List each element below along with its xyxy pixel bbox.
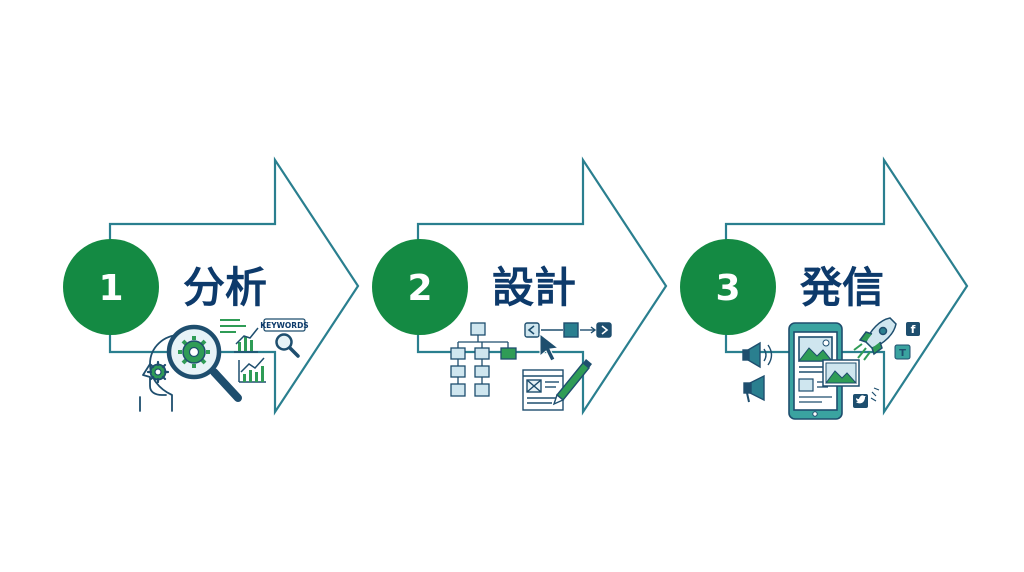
cursor-icon xyxy=(539,332,560,362)
sitemap-icon xyxy=(450,322,517,397)
step-1-number: 1 xyxy=(98,268,123,309)
keywords-search-icon: KEYWORDS xyxy=(260,318,309,358)
step-2-title: 設計 xyxy=(492,263,576,312)
facebook-letter: f xyxy=(911,323,916,336)
t-badge-icon: T xyxy=(894,344,911,360)
step-3: 3 発信 xyxy=(680,156,969,420)
twitter-icon xyxy=(853,387,880,408)
wireframe-icon xyxy=(522,369,564,411)
t-badge-letter: T xyxy=(899,348,906,359)
step-3-number-circle xyxy=(680,239,776,335)
line-chart-icon xyxy=(238,357,266,383)
bar-chart-icon xyxy=(220,319,259,353)
step-3-title: 発信 xyxy=(800,263,884,312)
step-1: 1 分析 xyxy=(63,156,360,416)
step-2-number: 2 xyxy=(407,268,432,309)
pencil-icon xyxy=(552,359,592,406)
head-gear-icon xyxy=(139,334,209,412)
facebook-icon: f xyxy=(906,322,920,336)
keywords-label: KEYWORDS xyxy=(260,321,308,330)
step-2-number-circle xyxy=(372,239,468,335)
megaphone-icon xyxy=(742,341,773,403)
step-1-number-circle xyxy=(63,239,159,335)
image-card-icon xyxy=(822,359,860,387)
step-3-number: 3 xyxy=(715,268,740,309)
step-2: 2 設計 xyxy=(372,156,668,416)
magnifier-gear-icon xyxy=(166,324,242,402)
navigation-arrows-icon xyxy=(524,322,612,338)
step-1-title: 分析 xyxy=(183,263,267,312)
rocket-icon xyxy=(853,317,897,361)
